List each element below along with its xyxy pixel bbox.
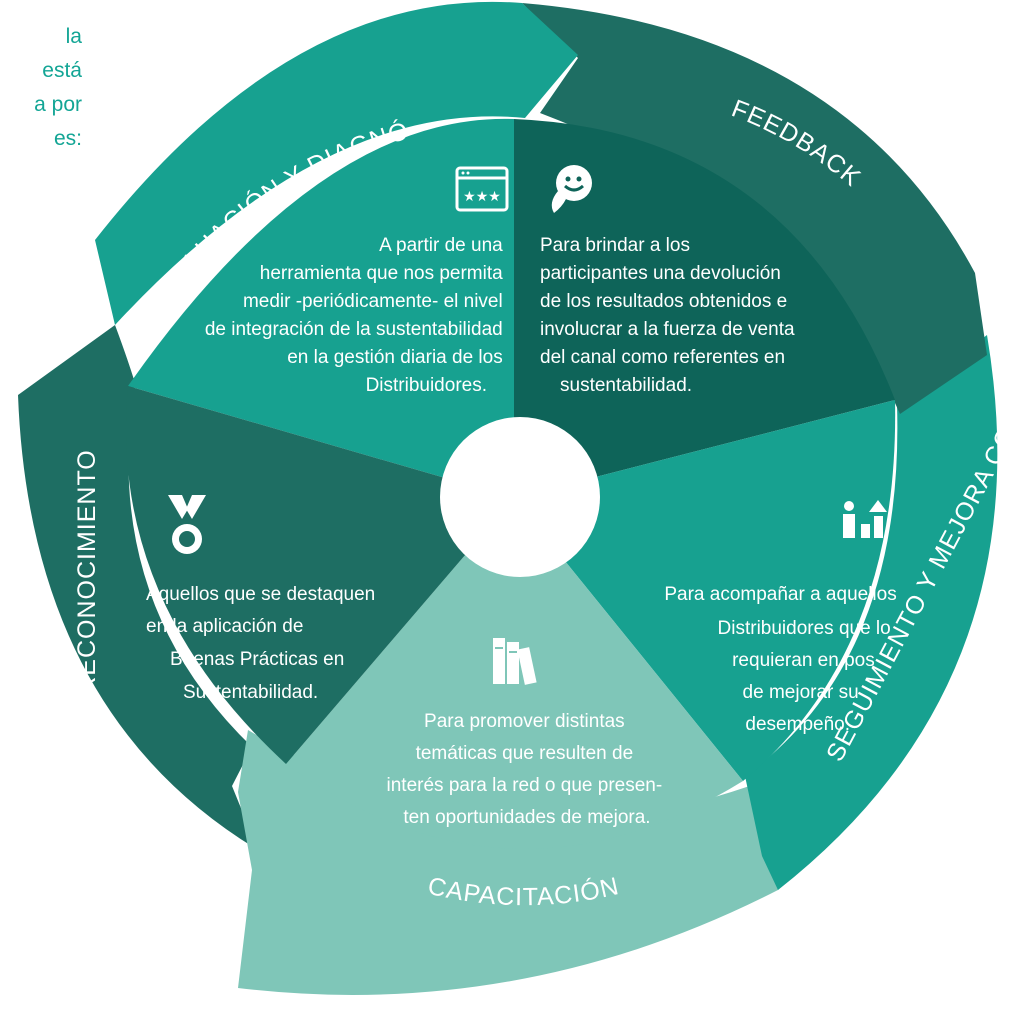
ring-arrow-evaluacion bbox=[95, 1, 578, 326]
intro-line: es: bbox=[53, 127, 82, 150]
svg-text:★★★: ★★★ bbox=[463, 188, 501, 204]
segment-text-feedback: Para brindar a los participantes una dev… bbox=[540, 235, 800, 396]
books-icon bbox=[493, 638, 537, 685]
medal-icon bbox=[168, 495, 206, 554]
segment-text-capacitacion: Para promover distintas temáticas que re… bbox=[387, 711, 668, 828]
chat-smiley-icon bbox=[551, 165, 592, 213]
segment-reconocimiento bbox=[125, 386, 514, 764]
segment-text-evaluacion: A partir de una herramienta que nos perm… bbox=[205, 235, 508, 396]
segment-feedback bbox=[514, 119, 895, 498]
browser-rating-icon: ★★★ bbox=[455, 166, 509, 212]
segment-seguimiento bbox=[514, 400, 896, 781]
growth-chart-icon bbox=[843, 500, 887, 538]
intro-line: la bbox=[65, 25, 82, 48]
inner-pie bbox=[125, 118, 896, 849]
segment-evaluacion bbox=[128, 118, 514, 498]
intro-line: está bbox=[42, 59, 82, 82]
ring-arrow-reconocimiento bbox=[18, 325, 258, 850]
center-hole bbox=[440, 417, 600, 577]
intro-line: a por bbox=[34, 93, 82, 116]
segment-text-seguimiento: Para acompañar a aquellos Distribuidores… bbox=[664, 584, 902, 735]
ring-arrow-seguimiento bbox=[745, 335, 998, 890]
intro-text-fragment: la está a por es: bbox=[0, 20, 82, 156]
ring-label-reconocimiento: RECONOCIMIENTO bbox=[73, 449, 101, 695]
segment-text-reconocimiento: Aquellos que se destaquen en la aplicaci… bbox=[146, 584, 381, 703]
